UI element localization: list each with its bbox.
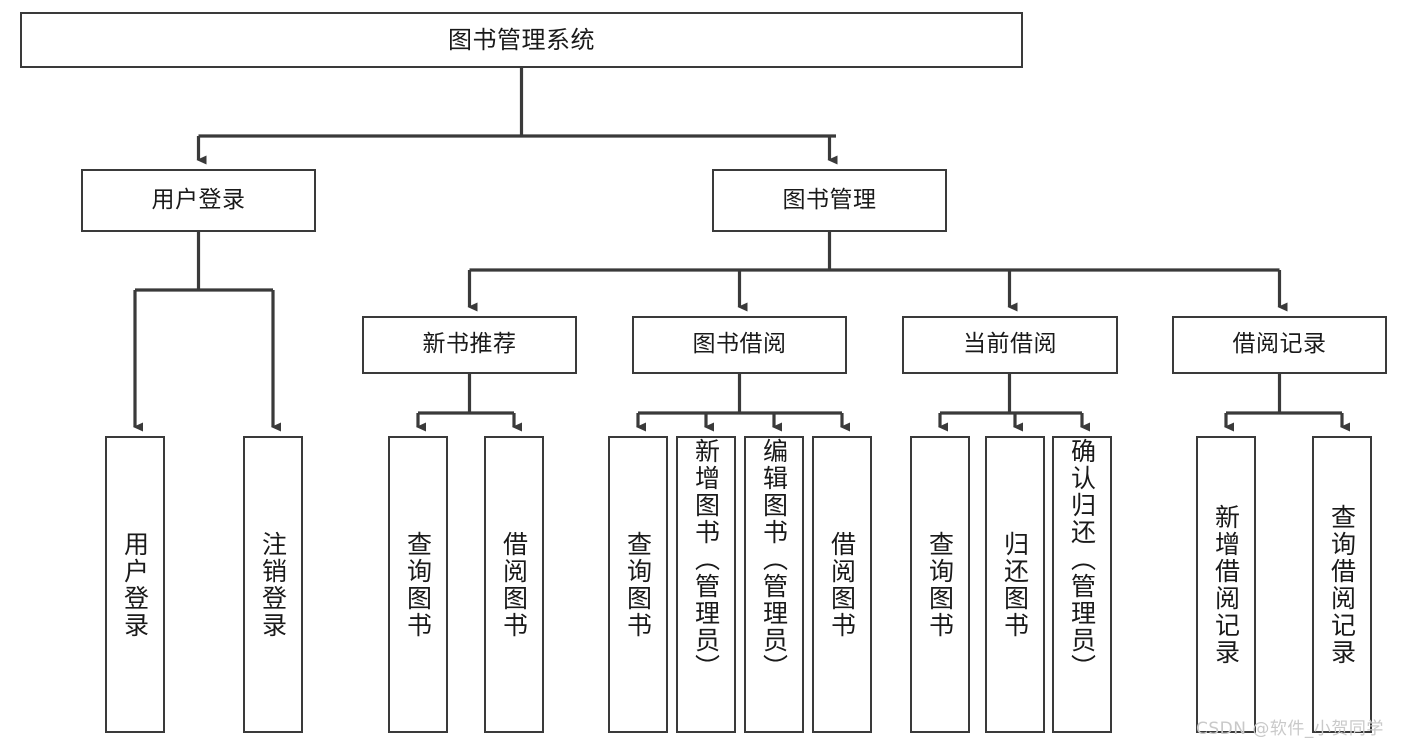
node-book-manage-label: 图书管理 (782, 186, 877, 213)
node-root[interactable]: 图书管理系统 (20, 12, 1023, 68)
node-leaf-edit-book[interactable]: 编辑图书（管理员） (744, 436, 804, 733)
node-leaf-borrow-book-2-label: 借阅图书 (827, 530, 857, 639)
node-user-login-label: 用户登录 (151, 186, 246, 213)
node-leaf-user-login-label: 用户登录 (120, 530, 150, 639)
node-leaf-user-logout-label: 注销登录 (258, 530, 288, 639)
node-leaf-query-book-3[interactable]: 查询图书 (910, 436, 970, 733)
node-leaf-user-login[interactable]: 用户登录 (105, 436, 165, 733)
node-leaf-return-book-label: 归还图书 (1000, 530, 1030, 639)
node-borrow-record[interactable]: 借阅记录 (1172, 316, 1387, 374)
node-leaf-borrow-book-2[interactable]: 借阅图书 (812, 436, 872, 733)
node-leaf-add-book[interactable]: 新增图书（管理员） (676, 436, 736, 733)
node-leaf-confirm-return[interactable]: 确认归还（管理员） (1052, 436, 1112, 733)
node-leaf-confirm-return-label: 确认归还（管理员） (1067, 438, 1097, 681)
node-leaf-add-borrow-record[interactable]: 新增借阅记录 (1196, 436, 1256, 733)
node-leaf-borrow-book-1[interactable]: 借阅图书 (484, 436, 544, 733)
node-current-borrow[interactable]: 当前借阅 (902, 316, 1118, 374)
node-leaf-edit-book-label: 编辑图书（管理员） (759, 438, 789, 681)
node-leaf-add-book-label: 新增图书（管理员） (691, 438, 721, 681)
node-new-book-recommend-label: 新书推荐 (422, 331, 517, 358)
node-book-manage[interactable]: 图书管理 (712, 169, 947, 232)
node-current-borrow-label: 当前借阅 (963, 331, 1057, 358)
node-leaf-query-book-1[interactable]: 查询图书 (388, 436, 448, 733)
node-user-login[interactable]: 用户登录 (81, 169, 316, 232)
node-book-borrow[interactable]: 图书借阅 (632, 316, 847, 374)
node-book-borrow-label: 图书借阅 (692, 331, 787, 358)
node-leaf-query-book-1-label: 查询图书 (403, 530, 433, 639)
node-new-book-recommend[interactable]: 新书推荐 (362, 316, 577, 374)
node-borrow-record-label: 借阅记录 (1232, 331, 1327, 358)
node-leaf-user-logout[interactable]: 注销登录 (243, 436, 303, 733)
node-leaf-query-book-2[interactable]: 查询图书 (608, 436, 668, 733)
node-leaf-add-borrow-record-label: 新增借阅记录 (1211, 503, 1241, 666)
node-leaf-query-borrow-record-label: 查询借阅记录 (1327, 503, 1357, 666)
node-leaf-query-book-3-label: 查询图书 (925, 530, 955, 639)
node-root-label: 图书管理系统 (448, 25, 595, 54)
node-leaf-return-book[interactable]: 归还图书 (985, 436, 1045, 733)
node-leaf-borrow-book-1-label: 借阅图书 (499, 530, 529, 639)
csdn-watermark: CSDN @软件_小贺同学 (1196, 719, 1384, 739)
node-leaf-query-borrow-record[interactable]: 查询借阅记录 (1312, 436, 1372, 733)
node-leaf-query-book-2-label: 查询图书 (623, 530, 653, 639)
